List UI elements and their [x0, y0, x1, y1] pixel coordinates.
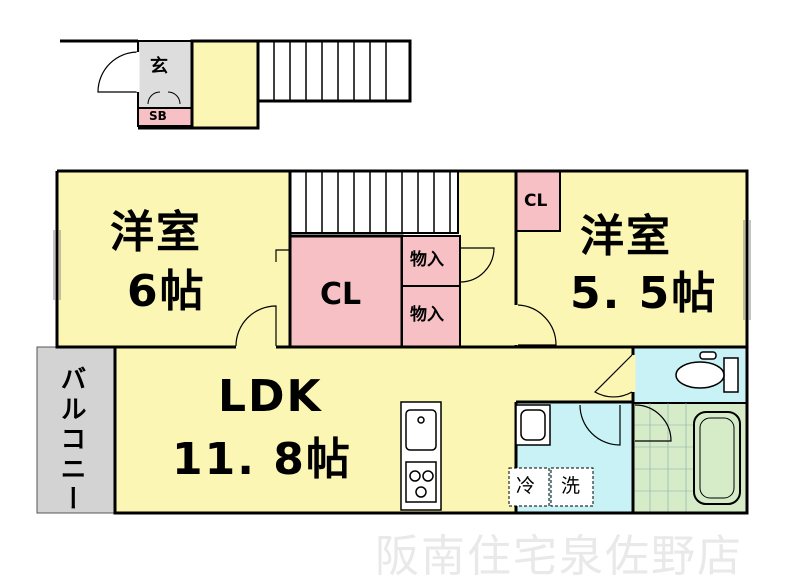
main-stairs: [289, 170, 459, 234]
door-swings: [235, 247, 672, 446]
windows: [53, 220, 751, 320]
vanity-unit: [515, 404, 551, 446]
bath-grid: [633, 403, 694, 513]
fridge-space: [508, 467, 550, 507]
watermark-text: 阪南住宅泉佐野店: [375, 531, 743, 582]
hall-right: [460, 233, 516, 347]
kitchen-unit: [400, 401, 442, 511]
bathtub-inner: [699, 417, 735, 499]
bedroom-6-area: [57, 171, 290, 347]
ldk-title: LDK: [218, 371, 323, 422]
bedroom-6-title: 洋室: [110, 207, 202, 258]
floor-plan: [36, 39, 751, 515]
storage-2-label: 物入: [410, 305, 444, 325]
closet-main-label: CL: [320, 277, 362, 312]
storage-1-area: [401, 235, 461, 287]
washer-label: 洗: [561, 475, 581, 497]
washer-space: [550, 467, 594, 507]
storage-2-area: [401, 285, 461, 348]
closet-small-label: CL: [524, 191, 548, 211]
entrance-level: [60, 39, 412, 130]
bedroom-55-size: 5. 5帖: [570, 268, 718, 319]
upper-stair-treads: [273, 41, 387, 101]
toilet-fixture: [675, 351, 739, 393]
bedroom-55-title: 洋室: [580, 211, 672, 262]
entrance-door-swing: [97, 51, 139, 93]
upper-stairs: [256, 39, 412, 103]
bedroom-6-size: 6帖: [127, 266, 206, 317]
fridge-label: 冷: [516, 475, 536, 497]
door-gaps: [236, 305, 636, 392]
balcony-label: バルコニー: [56, 365, 86, 515]
main-stair-treads: [305, 171, 451, 233]
storage-1-label: 物入: [410, 250, 444, 270]
entrance-hall: [190, 39, 260, 130]
sb-label: SB: [149, 109, 167, 123]
shoe-box-doors: [147, 91, 181, 105]
genkan-label: 玄: [150, 56, 168, 77]
ldk-size: 11. 8帖: [172, 434, 352, 485]
main-floor: [36, 169, 751, 515]
bathtub: [693, 411, 741, 505]
